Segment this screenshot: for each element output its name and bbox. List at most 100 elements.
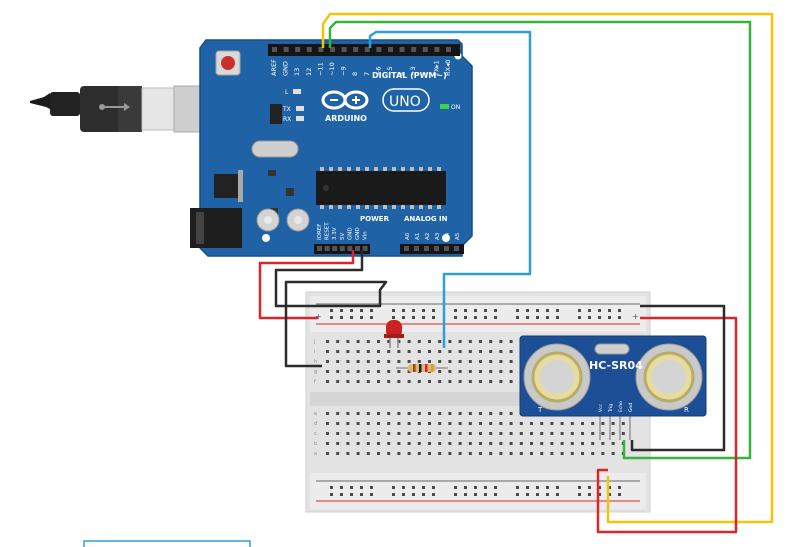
digital-pin-label: 4 <box>398 72 406 76</box>
terminal-hole <box>479 370 482 373</box>
terminal-hole <box>387 350 391 353</box>
chip-pin <box>329 167 333 172</box>
terminal-hole <box>326 380 329 383</box>
terminal-hole <box>377 412 380 415</box>
chip-pin <box>401 204 405 209</box>
terminal-hole <box>479 340 482 343</box>
digital-pin-hole <box>330 47 335 52</box>
rail-hole <box>618 486 621 489</box>
terminal-hole <box>489 452 493 455</box>
chip-pin <box>419 204 423 209</box>
row-label: j <box>313 339 315 345</box>
terminal-hole <box>356 340 360 343</box>
chip-pin <box>356 167 360 172</box>
terminal-hole <box>581 442 584 445</box>
terminal-hole <box>417 442 421 445</box>
terminal-hole <box>509 412 513 415</box>
analog-pin-label: A4 <box>445 232 451 240</box>
terminal-hole <box>326 370 329 373</box>
terminal-hole <box>530 432 533 435</box>
rail-hole <box>464 316 467 319</box>
chip-pin <box>347 204 351 209</box>
power-pin-hole <box>317 246 322 251</box>
chip-pin <box>347 167 351 172</box>
terminal-hole <box>611 422 615 425</box>
terminal-hole <box>479 432 482 435</box>
terminal-hole <box>499 340 503 343</box>
digital-pin-hole <box>376 47 382 52</box>
svg-text:+: + <box>315 312 322 321</box>
terminal-hole <box>448 380 452 383</box>
terminal-hole <box>366 370 370 373</box>
rail-hole <box>350 493 353 496</box>
chip-pin <box>329 204 333 209</box>
terminal-hole <box>530 452 533 455</box>
rail-hole <box>340 309 343 312</box>
terminal-hole <box>560 422 564 425</box>
rail-hole <box>526 316 529 319</box>
digital-pin-hole <box>272 47 277 52</box>
terminal-hole <box>417 452 421 455</box>
rail-hole <box>402 493 405 496</box>
terminal-hole <box>581 432 584 435</box>
terminal-hole <box>489 360 493 363</box>
terminal-hole <box>570 432 574 435</box>
power-pin-hole <box>362 246 368 251</box>
terminal-hole <box>366 360 370 363</box>
chip-pin <box>410 167 414 172</box>
rail-hole <box>454 486 457 489</box>
terminal-hole <box>356 432 360 435</box>
terminal-hole <box>428 360 431 363</box>
power-pin-hole <box>347 246 353 251</box>
rail-hole <box>546 316 549 319</box>
wire-blue <box>368 30 532 348</box>
sensor-pin-label: Echo <box>618 401 624 412</box>
terminal-hole <box>468 360 472 363</box>
analog-pin-hole <box>404 246 409 251</box>
terminal-hole <box>479 350 482 353</box>
rail-hole <box>474 486 477 489</box>
terminal-hole <box>417 422 421 425</box>
chip-pin <box>320 167 324 172</box>
terminal-hole <box>458 340 462 343</box>
digital-pin-label: 2 <box>421 72 429 76</box>
terminal-hole <box>356 412 360 415</box>
rail-hole <box>608 493 611 496</box>
digital-pin-hole <box>283 47 289 52</box>
terminal-hole <box>489 350 493 353</box>
row-label: d <box>314 421 317 427</box>
terminal-hole <box>428 380 431 383</box>
sensor-pin-label: Trig <box>608 404 614 413</box>
terminal-hole <box>387 422 391 425</box>
sensor-pin-label: Gnd <box>628 403 634 412</box>
digital-pin-label: ~6 <box>374 66 382 76</box>
terminal-hole <box>397 412 401 415</box>
led-tx-label: TX <box>282 106 291 113</box>
rail-hole <box>392 486 395 489</box>
led-rx-label: RX <box>283 116 291 123</box>
digital-pin-label: AREF <box>270 59 278 76</box>
row-label: g <box>314 369 317 375</box>
terminal-hole <box>550 442 554 445</box>
terminal-hole <box>407 350 411 353</box>
terminal-hole <box>468 422 472 425</box>
terminal-hole <box>428 422 431 425</box>
chip-pin <box>374 167 378 172</box>
chip-pin <box>338 167 342 172</box>
digital-pin-hole <box>295 47 301 52</box>
digital-pin-label: 12 <box>305 68 313 76</box>
rail-hole <box>546 493 549 496</box>
terminal-hole <box>346 350 350 353</box>
terminal-hole <box>448 340 452 343</box>
chip-pin <box>320 204 324 209</box>
rail-hole <box>516 309 519 312</box>
rail-hole <box>454 316 457 319</box>
digital-pin-hole <box>364 47 370 52</box>
terminal-hole <box>438 442 442 445</box>
digital-pin-label: ~5 <box>386 66 394 76</box>
terminal-hole <box>550 432 554 435</box>
wires <box>258 12 774 534</box>
terminal-hole <box>377 380 380 383</box>
digital-pin-hole <box>411 47 417 52</box>
